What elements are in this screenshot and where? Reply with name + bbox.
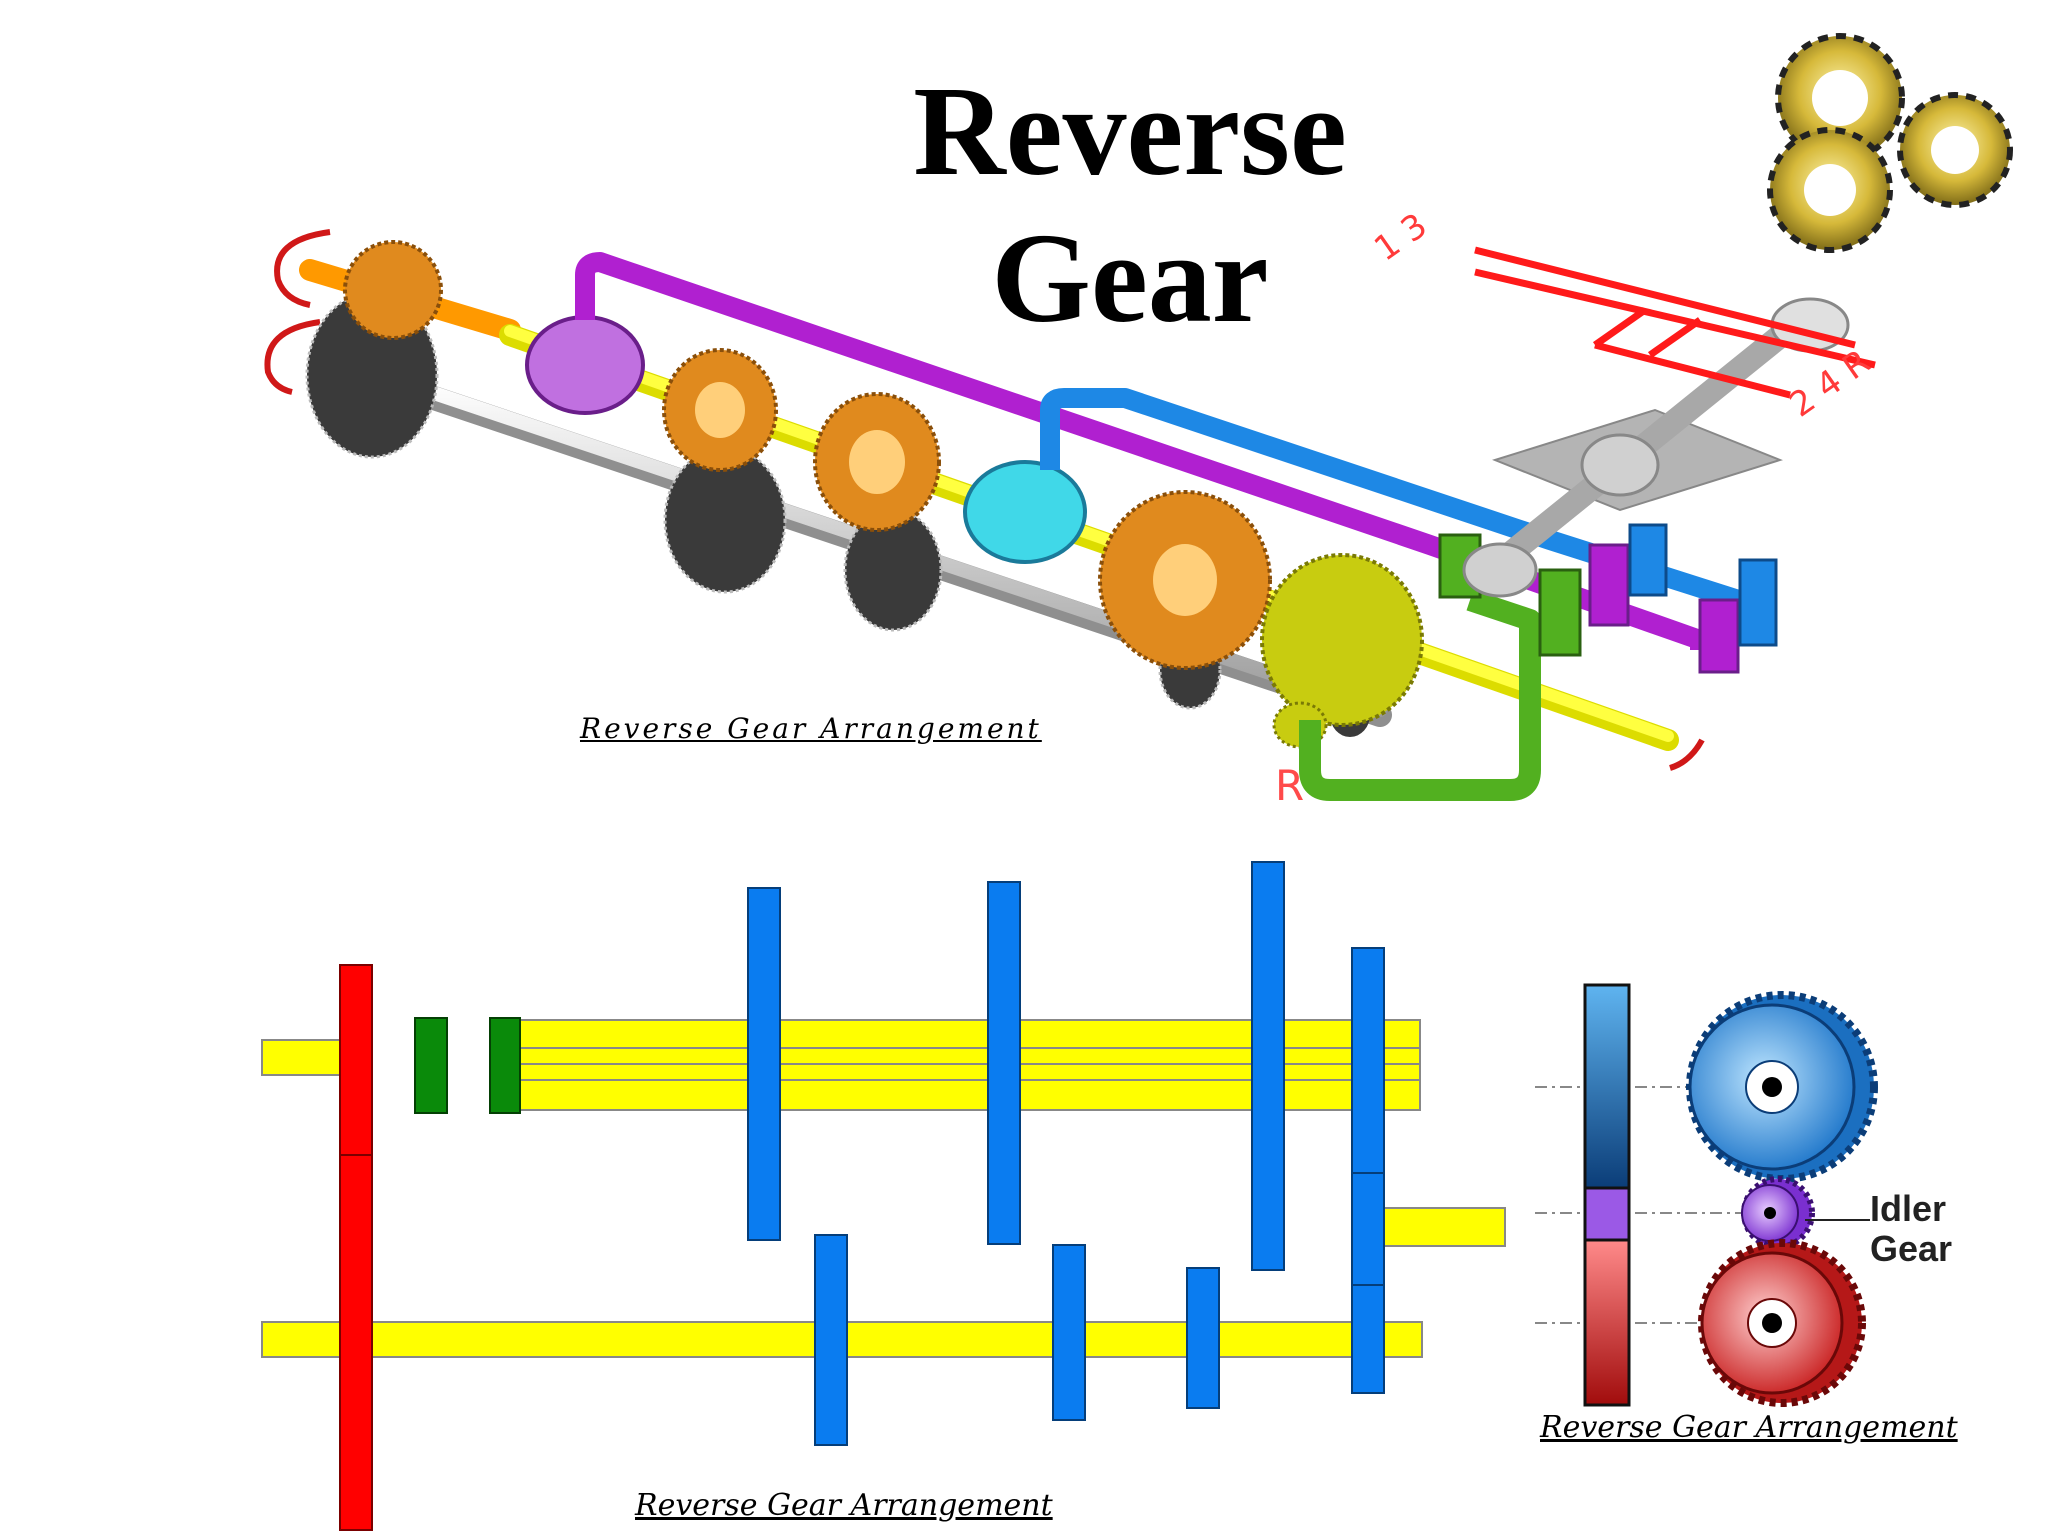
shift-gate-1-2 (1588, 543, 1630, 627)
layout-drive-gear (339, 964, 373, 1156)
layout-main-gear (747, 887, 781, 1241)
shift-pattern-line (1474, 246, 1856, 349)
shift-pattern-line (1474, 268, 1876, 369)
shift-gate-1-2-b (1698, 598, 1740, 674)
layout-idler-gear (1351, 1172, 1385, 1286)
caption-idler-arrangement: Reverse Gear Arrangement (1540, 1410, 1958, 1445)
shift-rail-1-2 (575, 252, 1710, 650)
idler-gear-label-line1: Idler (1870, 1188, 1947, 1229)
idler-blue-gear-axle (1762, 1077, 1782, 1097)
caption-3d-arrangement: Reverse Gear Arrangement (580, 712, 1042, 745)
idler-gear-illustration (1535, 983, 1878, 1407)
layout-main-gear (987, 881, 1021, 1245)
caption-layout-arrangement: Reverse Gear Arrangement (635, 1488, 1053, 1523)
layout-counter-gear (1052, 1244, 1086, 1421)
rotation-arrow-icon (1669, 738, 1705, 771)
layout-synchronizer (414, 1017, 448, 1114)
synchronizer-3-4 (963, 460, 1087, 564)
gear-lever-pivot (1580, 433, 1660, 497)
idler-side-purple-gear (1583, 1186, 1631, 1242)
main-gear-hub (1153, 544, 1217, 616)
shift-rail-reverse (1299, 589, 1541, 801)
input-drive-gear (343, 240, 443, 340)
gearbox-3d-illustration: 1 3 2 4 R R (264, 206, 1878, 810)
layout-reverse-idler-shaft (1379, 1207, 1506, 1247)
logo-gear-3 (1767, 127, 1893, 253)
gearbox-layout-diagram (261, 861, 1506, 1531)
layout-counter-reverse-gear (1351, 1284, 1385, 1394)
layout-counter-gear (1186, 1267, 1220, 1409)
idler-purple-gear-axle (1764, 1207, 1776, 1219)
reverse-shift-fork (1538, 568, 1582, 657)
layout-synchronizer (489, 1017, 521, 1114)
layout-input-shaft (261, 1039, 353, 1076)
rotation-arrow-icon (274, 229, 331, 308)
shift-rail-3-4 (1040, 388, 1774, 620)
shift-pattern-line (1592, 307, 1648, 348)
shift-gate-3-4-b (1738, 558, 1778, 647)
reverse-gear (1260, 553, 1424, 727)
main-gear-hub (695, 382, 745, 438)
reverse-marker-label: R (1275, 761, 1304, 810)
rotation-arrow-icon (264, 319, 321, 395)
idler-gear-label-line2: Gear (1870, 1228, 1953, 1269)
shift-pattern-line (1594, 341, 1791, 399)
layout-reverse-gear (1351, 947, 1385, 1174)
main-shaft-gears (662, 348, 1272, 670)
gears-logo-icon (1767, 33, 2013, 253)
layout-counter-drive-gear (339, 1154, 373, 1531)
idler-side-red-gear (1583, 1238, 1631, 1407)
shift-pattern-top-label: 1 3 (1367, 206, 1434, 270)
layout-counter-gear (814, 1234, 848, 1446)
main-gear-hub (849, 430, 905, 494)
gear-lever-ball-lower (1462, 542, 1538, 598)
shift-gate-3-4 (1628, 523, 1668, 597)
page-title: Reverse Gear (913, 60, 1347, 349)
layout-main-gear (1251, 861, 1285, 1271)
logo-gear-2 (1897, 92, 2013, 208)
synchronizer-1-2 (525, 315, 645, 415)
shift-pattern (1474, 246, 1876, 399)
shift-pattern-line (1647, 317, 1703, 358)
counter-gear (663, 446, 787, 594)
idler-red-gear-axle (1762, 1313, 1782, 1333)
idler-side-blue-gear (1583, 983, 1631, 1190)
